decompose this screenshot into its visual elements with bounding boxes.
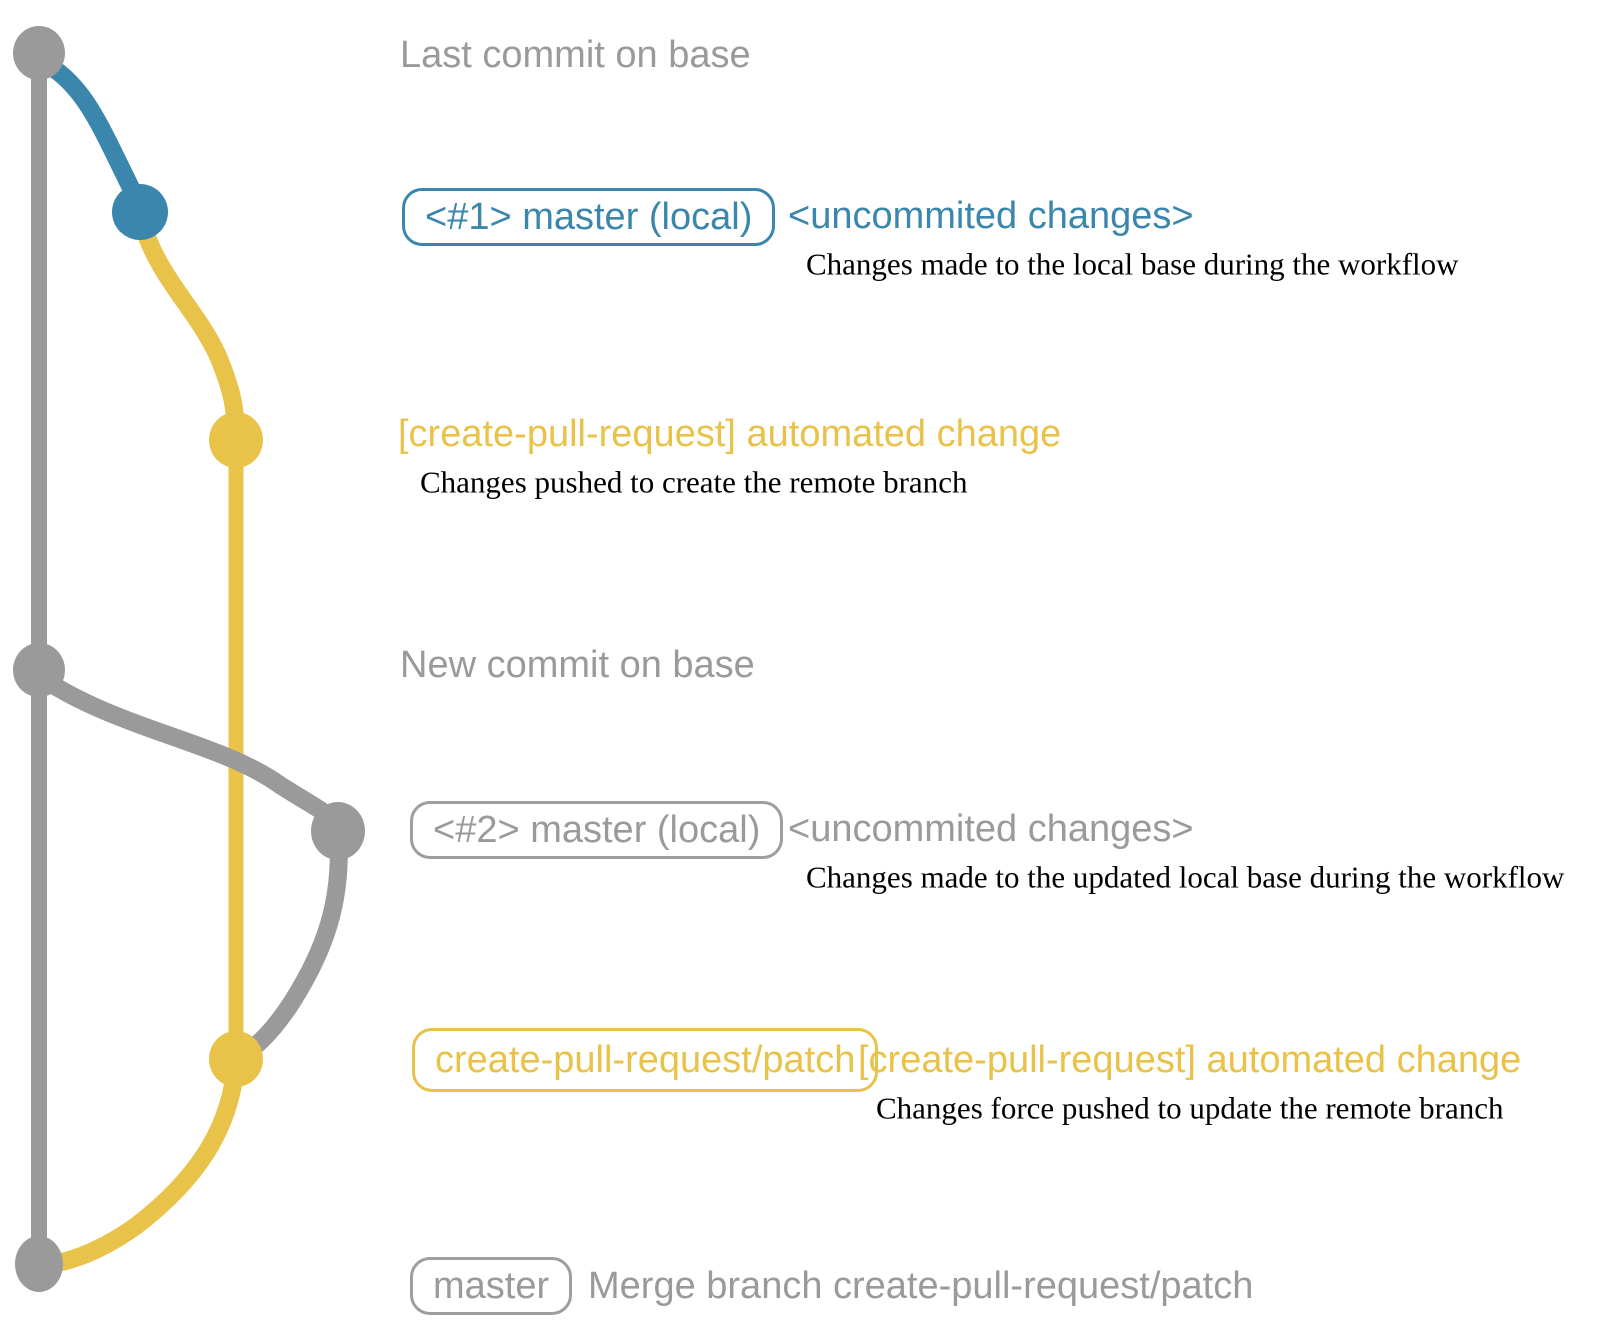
automated-change-desc-1: Changes pushed to create the remote bran… [420,464,968,500]
force-push-curve [229,823,348,1067]
automated-change-note-1: [create-pull-request] automated change [398,413,1062,455]
uncommitted-changes-desc-1: Changes made to the local base during th… [806,246,1459,282]
branch-badge-master-local-2: <#2> master (local) [410,801,784,859]
updated-local-branch-curve [33,669,348,841]
automated-change-note-2: [create-pull-request] automated change [858,1039,1522,1081]
branch-badge-patch: create-pull-request/patch [412,1028,879,1092]
commit-node-new-base [13,643,65,697]
uncommitted-changes-note-1: <uncommited changes> [788,195,1194,237]
local-branch-curve [31,51,149,215]
automated-change-desc-2: Changes force pushed to update the remot… [876,1090,1504,1126]
commit-node-local-2 [311,802,365,860]
uncommitted-changes-desc-2: Changes made to the updated local base d… [806,859,1565,895]
uncommitted-changes-note-2: <uncommited changes> [788,808,1194,850]
branch-badge-master: master [410,1257,573,1315]
branch-badge-master-local-1: <#1> master (local) [402,188,776,246]
commit-node-last-base [13,26,65,80]
commit-node-remote-2 [209,1031,263,1087]
new-commit-label: New commit on base [400,644,755,686]
commit-node-remote-1 [209,412,263,468]
merge-note: Merge branch create-pull-request/patch [588,1265,1254,1307]
last-commit-label: Last commit on base [400,34,751,76]
commit-node-local-1 [112,184,168,240]
remote-branch-merge-curve [31,1051,245,1275]
remote-branch-create-curve [133,213,245,449]
commit-node-merge [15,1236,63,1292]
